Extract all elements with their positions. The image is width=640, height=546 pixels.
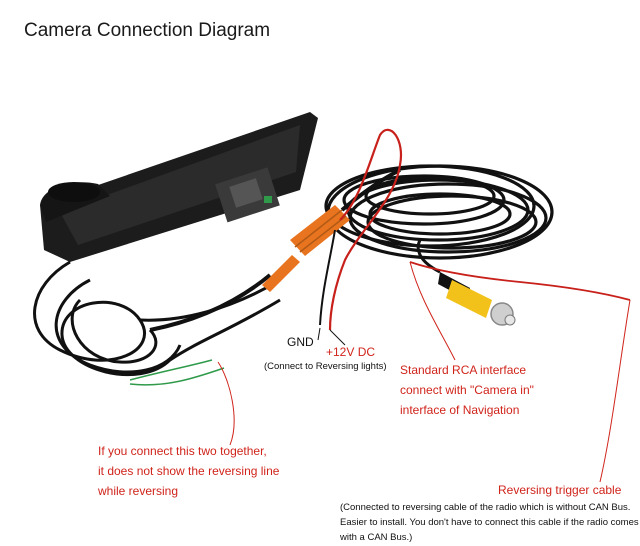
- plus12v-label: +12V DC: [326, 345, 376, 359]
- green-wires-annotation: If you connect this two together, it doe…: [98, 441, 279, 501]
- rca-line-2: connect with "Camera in": [400, 383, 534, 397]
- rca-line-1: Standard RCA interface: [400, 363, 527, 377]
- reversing-trigger-label: Reversing trigger cable: [498, 483, 622, 497]
- green-wire-pair: [129, 359, 225, 386]
- rca-connector: [416, 239, 516, 326]
- trigger-note-line-1: (Connected to reversing cable of the rad…: [340, 502, 631, 513]
- diagram-title: Camera Connection Diagram: [24, 20, 271, 41]
- green-wires-line-2: it does not show the reversing line: [98, 464, 280, 478]
- reversing-trigger-note: (Connected to reversing cable of the rad…: [340, 500, 639, 545]
- red-power-wire: [328, 128, 403, 331]
- reversing-lights-note: (Connect to Reversing lights): [264, 361, 387, 372]
- trigger-note-line-3: with a CAN Bus.): [340, 532, 413, 543]
- camera-housing: [40, 112, 318, 262]
- orange-connector: [149, 168, 401, 332]
- cable-coil: [324, 164, 554, 260]
- gnd-label: GND: [287, 335, 314, 349]
- trigger-note-line-2: Easier to install. You don't have to con…: [340, 517, 639, 528]
- rca-annotation: Standard RCA interface connect with "Cam…: [400, 360, 534, 420]
- reversing-trigger-wire: [409, 261, 631, 301]
- black-gnd-wire: [319, 229, 336, 326]
- annotation-leaders: [217, 261, 631, 483]
- green-wires-line-3: while reversing: [98, 484, 179, 498]
- camera-cable-coil: [33, 260, 281, 377]
- green-wires-line-1: If you connect this two together,: [98, 444, 267, 458]
- rca-line-3: interface of Navigation: [400, 403, 520, 417]
